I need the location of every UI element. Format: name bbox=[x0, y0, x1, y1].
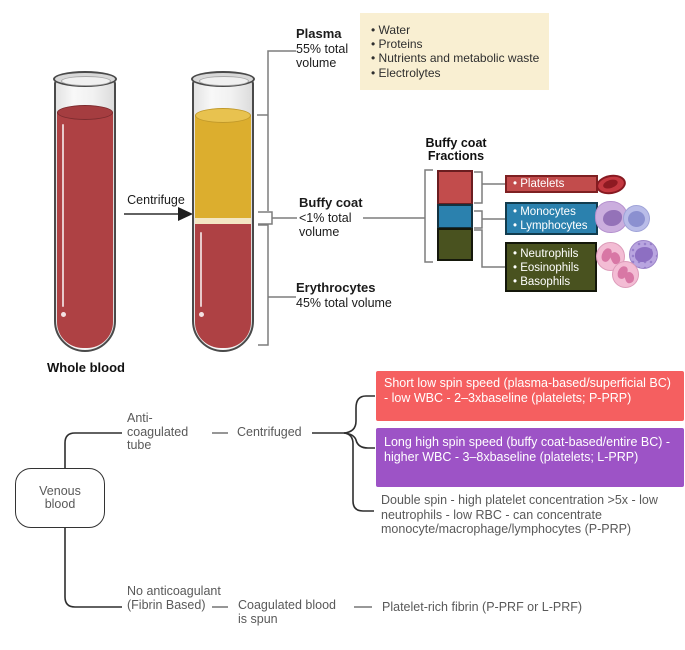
venous-blood-node: Venous blood bbox=[15, 468, 105, 528]
plasma-layer bbox=[195, 115, 251, 218]
red-blood-cell-icon bbox=[594, 172, 628, 197]
fractions-title-line1: Buffy coat bbox=[425, 136, 487, 150]
tube1-highlight bbox=[62, 124, 64, 307]
venous-to-anticoagulated-line bbox=[64, 432, 122, 468]
branch-to-p-prp bbox=[343, 395, 375, 434]
plasma-component-item: • Electrolytes bbox=[371, 65, 441, 80]
whole-blood-surface bbox=[57, 105, 113, 120]
monocytes-box-line1: • Monocytes bbox=[513, 206, 576, 218]
plasma-bracket bbox=[267, 50, 296, 211]
erythrocytes-layer bbox=[195, 224, 251, 348]
granulocytes-box: • Neutrophils • Eosinophils • Basophils bbox=[505, 242, 597, 292]
fractions-left-bracket bbox=[424, 169, 433, 263]
basophil-icon bbox=[612, 261, 639, 288]
erythrocytes-value: 45% total volume bbox=[296, 295, 392, 310]
erythrocytes-bracket bbox=[258, 224, 269, 346]
granulocytes-box-line2: • Eosinophils bbox=[513, 262, 580, 274]
anticoagulated-tube-label: Anti-coagulated tube bbox=[127, 411, 189, 452]
tube2-rim-inner bbox=[199, 76, 249, 86]
eosinophil-icon bbox=[629, 240, 658, 269]
tube1-rim-inner bbox=[61, 76, 111, 86]
venous-to-no-anticoagulant-line bbox=[64, 528, 122, 608]
cell-inner bbox=[602, 177, 619, 191]
granulocytes-bracket bbox=[474, 229, 505, 268]
fraction-block-platelets bbox=[437, 170, 473, 205]
granulocytes-box-line3: • Basophils bbox=[513, 276, 571, 288]
platelets-bracket bbox=[474, 171, 483, 204]
centrifuge-arrow-head bbox=[178, 207, 193, 221]
buffy-coat-title: Buffy coat bbox=[299, 195, 363, 210]
branch-to-l-prp bbox=[343, 432, 375, 449]
plasma-components-box: • Water • Proteins • Nutrients and metab… bbox=[360, 13, 549, 90]
plasma-component-item: • Nutrients and metabolic waste bbox=[371, 51, 540, 66]
cell-nucleus bbox=[603, 210, 622, 226]
tube1-highlight-dot bbox=[61, 312, 66, 317]
cell-nucleus bbox=[628, 211, 645, 227]
monocytes-box-line2: • Lymphocytes bbox=[513, 219, 588, 232]
centrifuged-label: Centrifuged bbox=[237, 425, 302, 439]
venous-blood-label: Venous blood bbox=[39, 483, 81, 511]
buffy-coat-label: Buffy coat <1% total volume bbox=[299, 195, 371, 240]
plasma-component-item: • Water bbox=[371, 23, 411, 37]
buffy-bracket bbox=[258, 211, 273, 225]
granulocytes-box-line1: • Neutrophils bbox=[513, 248, 579, 260]
plasma-title: Plasma bbox=[296, 26, 342, 41]
double-spin-text: Double spin - high platelet concentratio… bbox=[381, 493, 658, 536]
tube1-rim bbox=[53, 71, 117, 87]
platelets-box: • Platelets bbox=[505, 175, 598, 193]
centrifuge-label: Centrifuge bbox=[127, 193, 185, 207]
monocytes-box: • Monocytes • Lymphocytes bbox=[505, 202, 598, 235]
cell-nucleus bbox=[623, 270, 636, 285]
tube2-highlight-dot bbox=[199, 312, 204, 317]
whole-blood-fill bbox=[57, 112, 113, 348]
erythrocytes-label: Erythrocytes 45% total volume bbox=[296, 280, 436, 310]
buffy-coat-value: <1% total volume bbox=[299, 210, 352, 240]
fractions-title-line2: Fractions bbox=[427, 149, 485, 163]
fractions-title: Buffy coat Fractions bbox=[413, 137, 499, 163]
platelets-box-label: • Platelets bbox=[513, 178, 565, 190]
lymphocyte-icon bbox=[623, 205, 650, 232]
fraction-block-monocytes bbox=[437, 204, 473, 229]
plasma-label: Plasma 55% total volume bbox=[296, 26, 360, 71]
coagulated-blood-label: Coagulated blood is spun bbox=[238, 598, 336, 626]
buffy-coat-layer bbox=[195, 218, 251, 224]
no-anticoagulant-label: No anticoagulant (Fibrin Based) bbox=[127, 584, 221, 612]
monocytes-bracket bbox=[474, 210, 483, 229]
whole-blood-label: Whole blood bbox=[47, 360, 125, 375]
plasma-component-item: • Proteins bbox=[371, 37, 423, 52]
cell-nucleus bbox=[635, 247, 653, 262]
tube2-highlight bbox=[200, 232, 202, 307]
erythrocytes-title: Erythrocytes bbox=[296, 280, 376, 295]
p-prp-box: Short low spin speed (plasma-based/super… bbox=[376, 371, 684, 421]
plasma-surface bbox=[195, 108, 251, 123]
platelet-rich-fibrin-text: Platelet-rich fibrin (P-PRF or L-PRF) bbox=[382, 600, 583, 614]
l-prp-box: Long high spin speed (buffy coat-based/e… bbox=[376, 428, 684, 487]
plasma-value: 55% total volume bbox=[296, 41, 349, 71]
tube2-rim bbox=[191, 71, 255, 87]
fraction-block-granulocytes bbox=[437, 228, 473, 261]
branch-to-double-spin bbox=[343, 432, 374, 512]
